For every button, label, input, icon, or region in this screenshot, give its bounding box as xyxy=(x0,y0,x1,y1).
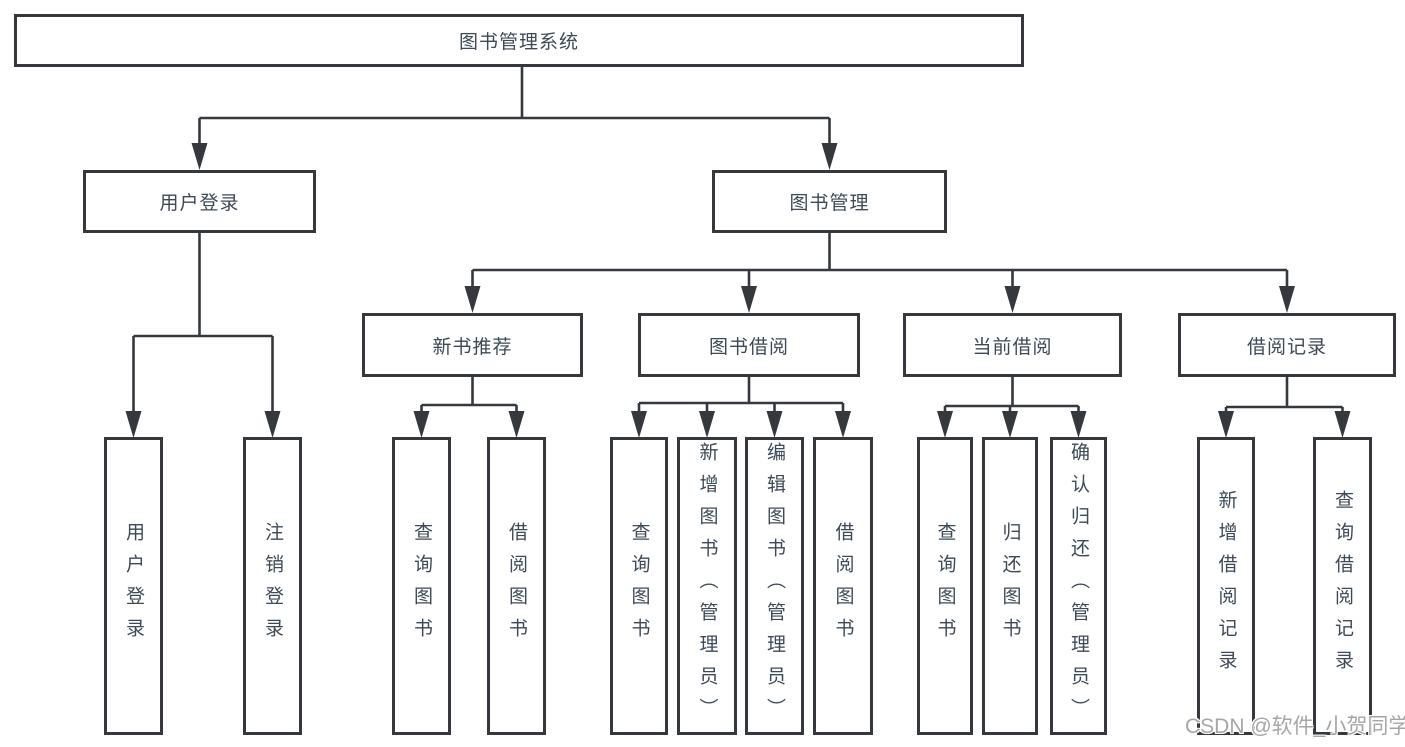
leaf-nbr-borrow-book: 借阅图书 xyxy=(487,437,546,735)
leaf-br-query-record: 查询借阅记录 xyxy=(1313,437,1372,735)
node-user-login: 用户登录 xyxy=(83,170,316,233)
leaf-label: 归还图书 xyxy=(999,522,1021,650)
node-root-label: 图书管理系统 xyxy=(458,32,579,53)
leaf-label: 确认归还（管理员） xyxy=(1068,442,1089,730)
arrowhead-icon xyxy=(464,286,481,313)
arrowhead-icon xyxy=(741,286,757,313)
leaf-user-login-action: 用户登录 xyxy=(104,437,163,735)
arrowhead-icon xyxy=(1070,411,1087,438)
leaf-bb-edit-book: 编辑图书（管理员） xyxy=(745,437,804,735)
leaf-nbr-query-book: 查询图书 xyxy=(392,437,451,735)
leaf-cb-return-book: 归还图书 xyxy=(982,437,1038,735)
node-borrow-records: 借阅记录 xyxy=(1178,313,1396,377)
leaf-bb-query-book: 查询图书 xyxy=(610,437,668,735)
leaf-label: 查询图书 xyxy=(934,522,956,650)
arrowhead-icon xyxy=(937,411,953,438)
arrowhead-icon xyxy=(821,143,838,170)
node-book-borrow: 图书借阅 xyxy=(638,313,860,377)
connector-current-borrow-children xyxy=(943,377,1080,414)
leaf-label: 借阅图书 xyxy=(832,522,854,650)
arrowhead-icon xyxy=(413,411,430,438)
node-new-book-recommend: 新书推荐 xyxy=(362,313,583,377)
csdn-watermark: CSDN @软件_小贺同学 xyxy=(1185,715,1405,738)
node-borrow-records-label: 借阅记录 xyxy=(1246,336,1327,358)
connector-user-login-children xyxy=(132,233,274,414)
leaf-logout-action: 注销登录 xyxy=(243,437,302,735)
arrowhead-icon xyxy=(631,411,647,438)
leaf-label: 新增图书（管理员） xyxy=(696,442,718,730)
leaf-br-add-record: 新增借阅记录 xyxy=(1197,437,1255,735)
arrowhead-icon xyxy=(1218,411,1234,438)
leaf-label: 查询图书 xyxy=(628,522,650,650)
leaf-label: 用户登录 xyxy=(123,522,144,650)
connector-book-management-children xyxy=(471,233,1289,290)
leaf-label: 借阅图书 xyxy=(506,522,527,650)
node-current-borrow-label: 当前借阅 xyxy=(972,336,1053,358)
leaf-bb-add-book: 新增图书（管理员） xyxy=(677,437,737,735)
node-root: 图书管理系统 xyxy=(14,14,1024,67)
connector-new-book-children xyxy=(420,377,518,414)
arrowhead-icon xyxy=(766,411,783,438)
node-current-borrow: 当前借阅 xyxy=(903,313,1122,377)
leaf-label: 查询图书 xyxy=(411,522,432,650)
leaf-cb-confirm-return: 确认归还（管理员） xyxy=(1050,437,1107,735)
arrowhead-icon xyxy=(699,411,715,438)
arrowhead-icon xyxy=(1004,286,1021,313)
leaf-label: 查询借阅记录 xyxy=(1332,490,1353,682)
leaf-cb-query-book: 查询图书 xyxy=(917,437,973,735)
connector-borrow-records-children xyxy=(1224,377,1344,414)
arrowhead-icon xyxy=(191,143,208,170)
arrowhead-icon xyxy=(508,411,525,438)
arrowhead-icon xyxy=(125,411,142,438)
arrowhead-icon xyxy=(1279,286,1295,313)
leaf-label: 注销登录 xyxy=(262,522,283,650)
arrowhead-icon xyxy=(1002,411,1018,438)
leaf-label: 新增借阅记录 xyxy=(1215,490,1237,682)
arrowhead-icon xyxy=(264,411,281,438)
connector-book-borrow-children xyxy=(637,377,845,414)
leaf-bb-borrow-book: 借阅图书 xyxy=(813,437,873,735)
node-book-management: 图书管理 xyxy=(712,170,947,233)
connector-root-to-level2 xyxy=(198,67,831,146)
node-book-borrow-label: 图书借阅 xyxy=(708,336,789,358)
node-book-management-label: 图书管理 xyxy=(789,193,870,214)
node-new-book-recommend-label: 新书推荐 xyxy=(432,336,513,358)
node-user-login-label: 用户登录 xyxy=(159,193,240,214)
arrowhead-icon xyxy=(835,411,851,438)
leaf-label: 编辑图书（管理员） xyxy=(764,442,785,730)
arrowhead-icon xyxy=(1334,411,1351,438)
